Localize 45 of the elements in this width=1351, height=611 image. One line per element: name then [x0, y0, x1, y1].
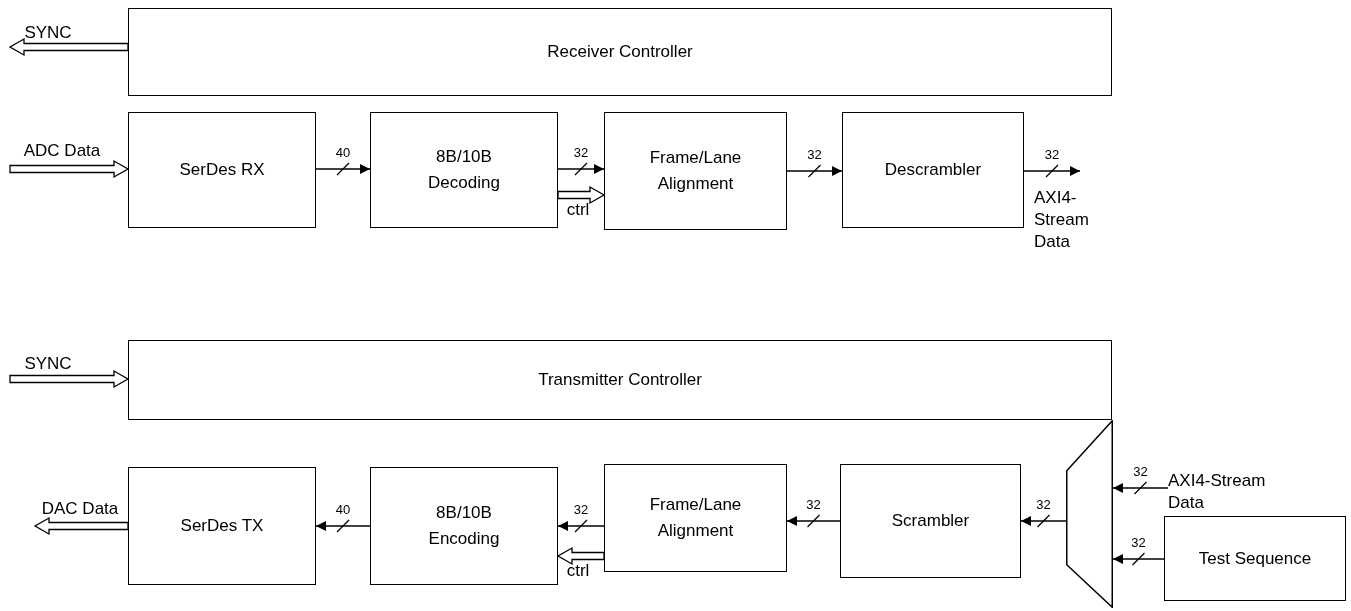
block-box	[128, 467, 316, 585]
block-title: Scrambler	[891, 510, 970, 532]
block-title: AXI4-Stream Data	[1168, 470, 1267, 514]
bus-width-label: 40	[335, 145, 351, 161]
bus-width-label: 32	[573, 145, 589, 161]
bus-width-label: 32	[1036, 497, 1051, 513]
signal-label: SYNC	[24, 353, 72, 375]
block-title: 8B/10B Encoding	[427, 502, 501, 550]
block-title: Test Sequence	[1198, 547, 1312, 570]
hollow-arrow	[557, 185, 606, 205]
block-box	[128, 112, 316, 228]
signal-label: ctrl	[566, 199, 590, 221]
bus-width-label: 32	[1131, 535, 1146, 551]
bus-width-label: 32	[1044, 147, 1060, 163]
block-title: Descrambler	[884, 159, 982, 181]
block-box	[842, 112, 1024, 228]
hollow-arrow	[9, 159, 130, 179]
hollow-arrow	[8, 37, 129, 57]
block-title: Frame/Lane Alignment	[648, 494, 743, 542]
hollow-arrow	[556, 546, 605, 566]
block-title: 8B/10B Decoding	[427, 146, 501, 194]
block-title: SerDes RX	[179, 159, 265, 181]
block-title: AXI4- Stream Data	[1034, 187, 1090, 253]
block-box	[370, 112, 558, 228]
block-title: Transmitter Controller	[538, 369, 702, 391]
block-title: Frame/Lane Alignment	[648, 147, 743, 195]
block-box	[370, 467, 558, 585]
block-box	[604, 464, 787, 572]
bus-width-label: 32	[807, 147, 822, 163]
bus-width-label: 32	[1133, 464, 1148, 480]
bus-width-label: 40	[335, 502, 351, 518]
bus-width-label: 32	[573, 502, 589, 518]
signal-label: DAC Data	[41, 498, 119, 520]
bus-width-label: 32	[806, 497, 821, 513]
signal-label: ctrl	[566, 560, 590, 582]
block-title: SerDes TX	[180, 515, 264, 537]
block-box	[128, 8, 1112, 96]
block-title: Receiver Controller	[547, 41, 693, 63]
block-box	[1164, 516, 1346, 601]
hollow-arrow	[33, 516, 129, 536]
signal-label: SYNC	[24, 22, 72, 44]
signal-label: ADC Data	[23, 140, 101, 162]
block-box	[604, 112, 787, 230]
hollow-arrow	[9, 369, 130, 389]
block-box	[840, 464, 1021, 578]
